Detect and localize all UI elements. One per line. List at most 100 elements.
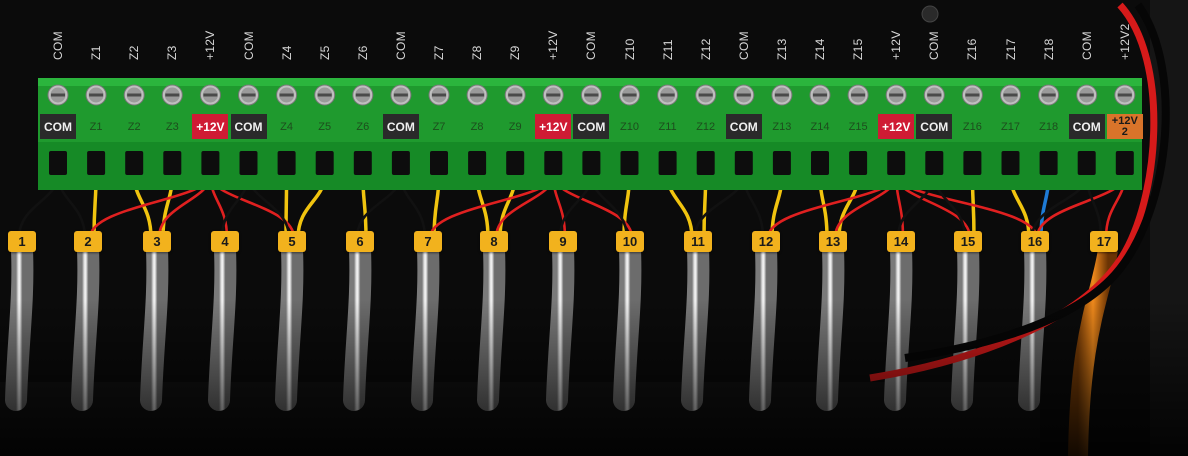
terminal-strip-label: Z18 bbox=[1039, 120, 1059, 133]
wire-socket bbox=[887, 151, 906, 175]
terminal-top-label: Z7 bbox=[432, 45, 446, 60]
terminal-strip-label: +12V bbox=[535, 114, 572, 139]
wire-socket bbox=[430, 151, 448, 175]
terminal-screw bbox=[961, 84, 983, 106]
cable-number-tag: 17 bbox=[1090, 231, 1118, 252]
wire-socket bbox=[772, 151, 791, 175]
terminal-screw bbox=[809, 84, 831, 106]
terminal-strip-label: Z14 bbox=[810, 120, 830, 133]
terminal-top-label: Z4 bbox=[279, 45, 294, 60]
terminal-strip-label: COM bbox=[40, 114, 76, 139]
wire-socket bbox=[1039, 151, 1058, 175]
terminal-screw bbox=[161, 84, 183, 106]
terminal-top-label: Z1 bbox=[89, 45, 104, 60]
terminal-strip-label: Z15 bbox=[848, 120, 868, 133]
wire-socket bbox=[468, 151, 487, 175]
terminal-top-label: COM bbox=[241, 31, 256, 60]
terminal-strip-label: Z7 bbox=[432, 120, 446, 133]
cable-number-tag: 2 bbox=[74, 231, 102, 252]
terminal-strip-label: Z1 bbox=[89, 120, 103, 133]
terminal-top-label: Z2 bbox=[127, 45, 142, 60]
wire-socket bbox=[239, 151, 258, 175]
wire-socket bbox=[125, 151, 144, 175]
wire-socket bbox=[277, 151, 296, 175]
terminal-top-label: Z16 bbox=[965, 38, 980, 60]
terminal-strip-label: Z9 bbox=[508, 120, 522, 133]
terminal-top-label: Z14 bbox=[813, 38, 827, 60]
terminal-top-label: Z8 bbox=[470, 45, 485, 60]
cable-number-tag: 13 bbox=[819, 231, 847, 252]
terminal-top-label: COM bbox=[736, 31, 751, 60]
wire-socket bbox=[734, 151, 753, 175]
terminal-screw bbox=[314, 84, 336, 106]
terminal-screw bbox=[199, 84, 221, 106]
terminal-top-label: COM bbox=[393, 31, 408, 60]
shadow-fade bbox=[0, 300, 1188, 456]
terminal-top-label: Z6 bbox=[355, 45, 370, 60]
terminal-screw bbox=[123, 84, 145, 106]
terminal-screw bbox=[466, 84, 488, 106]
terminal-screw bbox=[771, 84, 793, 106]
cable-number-tag: 6 bbox=[346, 231, 374, 252]
cable-number-tag: 8 bbox=[480, 231, 508, 252]
terminal-strip-label: COM bbox=[725, 114, 762, 139]
terminal-strip-label: COM bbox=[1068, 114, 1105, 139]
wire-socket bbox=[811, 151, 829, 175]
wire-socket bbox=[1077, 151, 1096, 175]
terminal-screw bbox=[733, 84, 755, 106]
wire-socket bbox=[849, 151, 868, 175]
terminal-top-label: Z9 bbox=[508, 45, 523, 60]
wire-socket bbox=[544, 151, 563, 175]
terminal-screw bbox=[390, 84, 412, 106]
terminal-top-label: Z10 bbox=[622, 38, 637, 60]
terminal-strip-label: COM bbox=[230, 114, 267, 139]
terminal-screw bbox=[85, 84, 107, 106]
cable-number-tag: 12 bbox=[752, 231, 780, 252]
terminal-screw bbox=[428, 84, 450, 106]
terminal-top-label: +12V2 bbox=[1117, 23, 1132, 60]
terminal-strip-label: Z16 bbox=[962, 120, 982, 133]
wire-socket bbox=[620, 151, 639, 175]
wire-socket bbox=[1001, 151, 1020, 175]
terminal-screw bbox=[352, 84, 374, 106]
wire-socket bbox=[696, 151, 715, 175]
terminal-strip-label: +12V bbox=[192, 114, 229, 139]
cable-number-tag: 5 bbox=[278, 231, 306, 252]
terminal-top-label: +12V bbox=[203, 30, 218, 60]
terminal-strip-label: Z6 bbox=[356, 120, 370, 133]
terminal-strip-label: COM bbox=[916, 114, 953, 139]
terminal-top-label: Z12 bbox=[698, 38, 713, 60]
terminal-screw bbox=[1000, 84, 1021, 106]
wire-socket bbox=[391, 151, 410, 175]
cable-number-tag: 15 bbox=[954, 231, 982, 252]
wire-socket bbox=[201, 151, 220, 175]
terminal-screw bbox=[504, 84, 526, 106]
terminal-screw bbox=[1076, 84, 1098, 106]
terminal-top-label: COM bbox=[584, 31, 599, 60]
cable-number-tag: 4 bbox=[211, 231, 239, 252]
terminal-strip-label: Z13 bbox=[772, 120, 792, 133]
terminal-strip-label: Z8 bbox=[470, 120, 484, 133]
terminal-top-label: COM bbox=[51, 31, 65, 60]
cable-number-tag: 1 bbox=[8, 231, 36, 252]
terminal-top-label: Z15 bbox=[851, 38, 866, 60]
cable-number-tag: 3 bbox=[143, 231, 171, 252]
cable-number-tag: 14 bbox=[887, 231, 915, 252]
cable-number-tag: 7 bbox=[414, 231, 442, 252]
wire-socket bbox=[315, 151, 334, 175]
terminal-strip-label: COM bbox=[573, 114, 610, 139]
terminal-screw bbox=[542, 84, 564, 106]
mount-screw bbox=[921, 5, 939, 23]
terminal-screw bbox=[1038, 84, 1060, 106]
terminal-strip-label: Z5 bbox=[318, 120, 332, 133]
wire-socket bbox=[353, 151, 372, 175]
terminal-top-label: Z13 bbox=[774, 38, 789, 60]
terminal-screw bbox=[657, 84, 679, 106]
terminal-screw bbox=[276, 84, 298, 106]
terminal-strip-label: Z12 bbox=[696, 120, 716, 133]
terminal-strip-label: Z10 bbox=[620, 120, 639, 133]
cable-number-tag: 11 bbox=[684, 231, 712, 252]
terminal-top-label: Z17 bbox=[1003, 38, 1018, 60]
